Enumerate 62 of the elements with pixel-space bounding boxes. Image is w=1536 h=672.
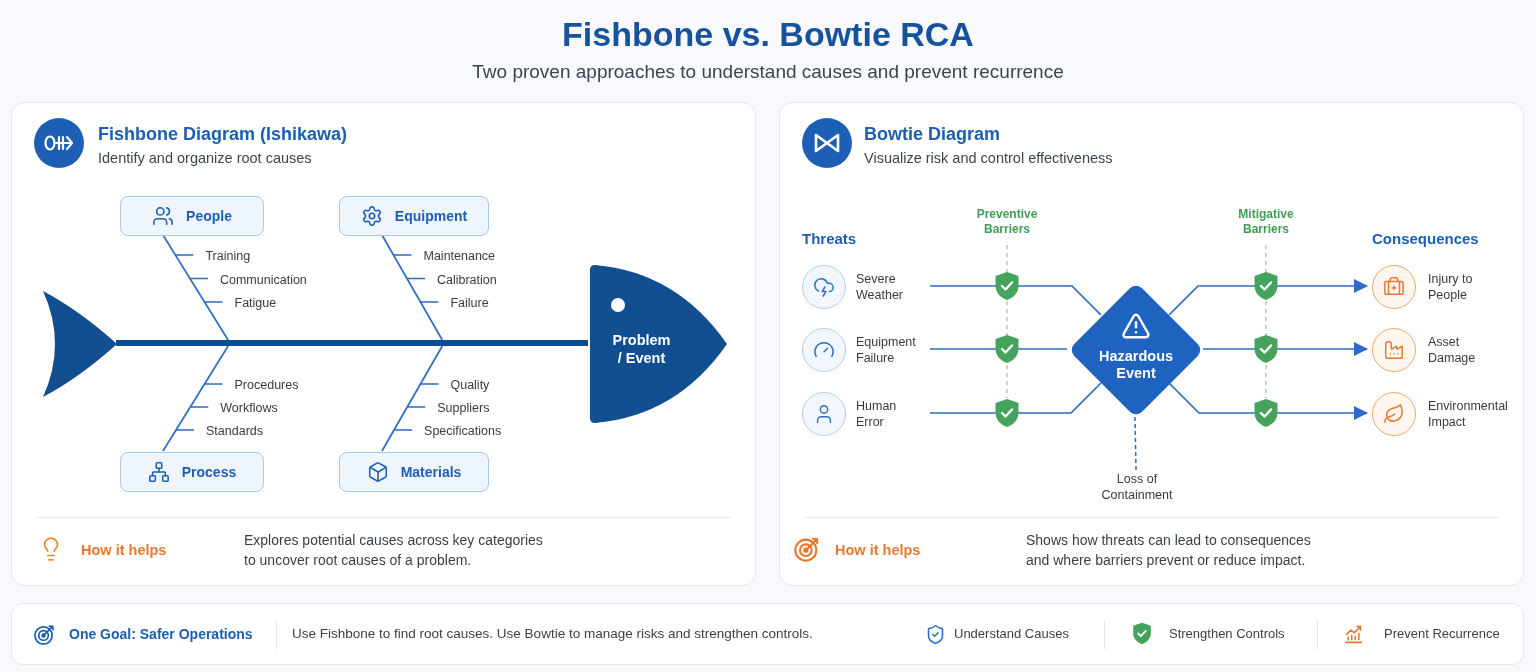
help-heading: How it helps — [81, 541, 167, 560]
benefit-label: Prevent Recurrence — [1384, 625, 1500, 643]
barrier-heading: Mitigative Barriers — [1237, 207, 1295, 237]
help-heading: How it helps — [835, 541, 921, 560]
spine-line — [116, 340, 588, 346]
fish-head — [589, 264, 727, 424]
page-title: Fishbone vs. Bowtie RCA — [562, 14, 974, 55]
column-heading: Consequences — [1372, 229, 1479, 249]
fish-tail — [41, 290, 117, 398]
goal-heading: One Goal: Safer Operations — [69, 625, 253, 643]
panel-title: Fishbone Diagram (Ishikawa) — [98, 123, 348, 146]
arrow — [1168, 279, 1368, 316]
panel-subtitle: Identify and organize root causes — [98, 149, 312, 168]
summary-bar — [11, 603, 1524, 665]
category-label: People — [186, 207, 232, 225]
category-box — [120, 196, 264, 236]
category-label: Materials — [400, 463, 462, 481]
category-label: Process — [181, 463, 237, 481]
category-label: Equipment — [394, 207, 468, 225]
cause-label: Standards — [206, 423, 263, 439]
connector-line — [381, 234, 444, 341]
goal-text: Use Fishbone to find root causes. Use Bowtie to manage risks and strengthen controls. — [292, 625, 813, 643]
consequence-label: Environmental Impact — [1428, 398, 1509, 430]
consequence-label: Asset Damage — [1428, 334, 1477, 366]
panel-title: Bowtie Diagram — [864, 123, 1001, 146]
column-heading: Threats — [802, 229, 857, 249]
cause-label: Training — [205, 248, 251, 264]
node-label: Problem / Event — [611, 331, 672, 367]
cause-label: Calibration — [436, 271, 497, 288]
cause-label: Workflows — [220, 400, 278, 416]
connector-line — [162, 234, 229, 341]
node-label: Hazardous Event — [1097, 348, 1175, 382]
benefit-label: Understand Causes — [954, 625, 1069, 643]
benefit-label: Strengthen Controls — [1169, 625, 1285, 643]
panel-card — [11, 102, 756, 586]
cause-label: Suppliers — [437, 400, 490, 416]
connector-line — [929, 285, 1102, 316]
cause-label: Maintenance — [423, 248, 496, 264]
cause-label: Specifications — [424, 423, 502, 439]
category-box — [339, 196, 489, 236]
help-text: Explores potential causes across key categories to uncover root causes of a problem. — [244, 531, 544, 570]
cause-label: Procedures — [234, 377, 299, 393]
connector-line — [381, 345, 444, 452]
consequence-label: Injury to People — [1428, 271, 1474, 303]
category-box — [120, 452, 264, 492]
outcome-label: Loss of Containment — [1095, 471, 1179, 505]
arrow — [1168, 382, 1368, 420]
cause-label: Failure — [450, 295, 489, 311]
threat-label: Severe Weather — [856, 271, 931, 303]
threat-label: Human Error — [856, 398, 931, 430]
category-box — [339, 452, 489, 492]
help-text: Shows how threats can lead to consequences and where barriers prevent or reduce impact. — [1026, 531, 1312, 570]
subtitle: Two proven approaches to understand causes and prevent recurrence — [472, 60, 1064, 84]
dashed-line — [1134, 416, 1137, 471]
threat-label: Equipment Failure — [856, 334, 931, 366]
barrier-heading: Preventive Barriers — [975, 207, 1039, 237]
panel-subtitle: Visualize risk and control effectiveness — [864, 149, 1113, 168]
panel-card — [779, 102, 1524, 586]
cause-label: Fatigue — [234, 295, 277, 311]
cause-label: Communication — [219, 271, 307, 288]
cause-label: Quality — [450, 377, 490, 393]
connector-line — [162, 345, 229, 452]
